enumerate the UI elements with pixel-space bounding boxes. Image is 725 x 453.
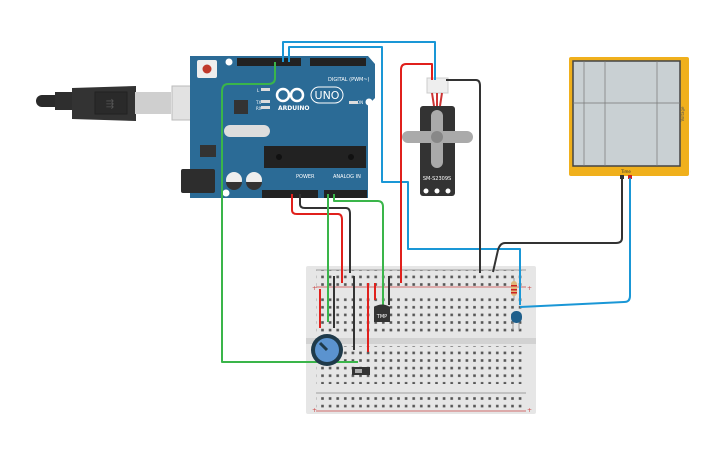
svg-text:ARDUINO: ARDUINO <box>278 105 309 112</box>
wire-servo-power[interactable] <box>400 63 433 283</box>
svg-text:+: + <box>527 407 532 414</box>
wire-pin10-led[interactable] <box>288 46 521 305</box>
servo-connector[interactable] <box>426 77 449 94</box>
servo-label: SM-S2309S <box>423 176 451 182</box>
svg-text:RX: RX <box>256 106 262 111</box>
power-label: POWER <box>296 174 315 180</box>
wire-gnd[interactable] <box>299 194 351 273</box>
oscilloscope[interactable]: Voltage Time <box>569 57 689 179</box>
arduino-logo: ARDUINO UNO <box>275 86 344 112</box>
svg-text:TX: TX <box>255 100 261 105</box>
bottom-terminal-strip[interactable] <box>316 346 526 384</box>
usb-cable[interactable]: ⇶ <box>36 85 217 121</box>
analog-header[interactable] <box>324 190 367 198</box>
analog-label: ANALOG IN <box>333 174 361 180</box>
tmp-sensor[interactable]: TMP <box>374 304 390 323</box>
potentiometer[interactable] <box>311 334 343 366</box>
led[interactable] <box>511 311 522 330</box>
svg-text:+: + <box>312 285 317 292</box>
svg-text:+: + <box>312 407 317 414</box>
svg-text:L: L <box>257 88 260 93</box>
power-jack <box>181 169 215 193</box>
svg-text:TMP: TMP <box>376 314 387 320</box>
wire-pin12-switch[interactable] <box>221 62 358 363</box>
usb-icon: ⇶ <box>106 98 114 110</box>
servo-motor[interactable]: SM-S2309S <box>402 77 473 196</box>
wire-pin11-servo-signal[interactable] <box>282 41 436 80</box>
digital-header-2[interactable] <box>310 58 366 66</box>
time-axis-label: Time <box>620 169 631 174</box>
power-header[interactable] <box>262 190 318 198</box>
top-terminal-strip[interactable] <box>316 296 526 334</box>
svg-text:+: + <box>527 285 532 292</box>
wire-servo-ground[interactable] <box>446 79 481 273</box>
wire-scope-probe[interactable] <box>519 178 631 308</box>
wire-5v[interactable] <box>291 194 343 283</box>
top-power-rail[interactable] <box>316 270 526 286</box>
microcontroller-chip <box>264 146 366 168</box>
bottom-power-rail[interactable] <box>316 394 526 410</box>
wire-scope-ground[interactable] <box>492 178 623 273</box>
arduino-uno-board[interactable]: DIGITAL (PWM~) ARDUINO UNO L TX RX ON PO… <box>181 56 375 198</box>
resistor[interactable] <box>511 278 517 300</box>
oscilloscope-screen <box>572 60 681 167</box>
wire-a1-tmp[interactable] <box>333 194 384 318</box>
digital-header-1[interactable] <box>237 58 301 66</box>
digital-label: DIGITAL (PWM~) <box>328 77 370 83</box>
svg-text:UNO: UNO <box>315 89 340 102</box>
voltage-axis-label: Voltage <box>680 106 685 122</box>
svg-text:ON: ON <box>357 100 363 105</box>
breadboard[interactable]: + + + + <box>306 266 536 414</box>
slide-switch[interactable] <box>352 367 370 375</box>
